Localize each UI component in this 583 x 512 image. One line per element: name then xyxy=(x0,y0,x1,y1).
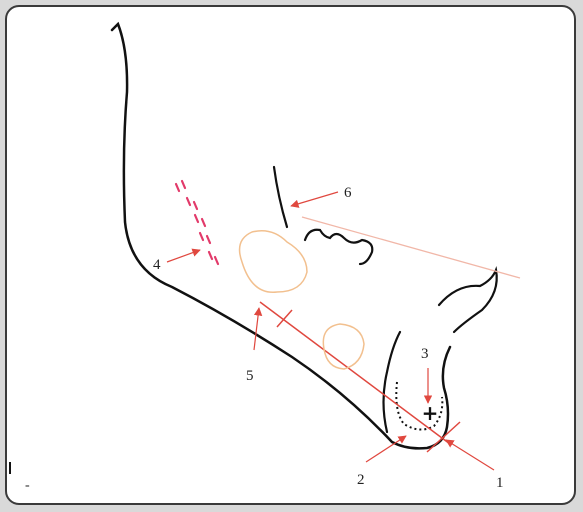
axis-line xyxy=(259,301,451,445)
corner-bar xyxy=(9,462,11,474)
arrow-2 xyxy=(365,435,407,463)
arrow-6 xyxy=(290,191,339,208)
mandible-diagram: + 6 4 5 3 2 1 - xyxy=(9,21,521,493)
arrow-5 xyxy=(253,307,263,351)
symphysis-inner-line xyxy=(382,330,402,434)
axis-tick-bottom xyxy=(426,421,461,453)
arrow-4 xyxy=(166,248,201,263)
chin-dotted-curve xyxy=(395,381,444,431)
label-5: 5 xyxy=(246,368,254,384)
label-1: 1 xyxy=(496,475,504,491)
premolar-outline xyxy=(322,323,365,370)
molar-outline xyxy=(238,230,308,293)
diagram-frame: + 6 4 5 3 2 1 - xyxy=(5,5,576,505)
upper-tooth-contour xyxy=(303,228,374,266)
center-marker: + xyxy=(422,401,439,425)
mandible-outline xyxy=(110,21,452,450)
incisor-outline xyxy=(437,266,498,334)
condylar-line xyxy=(272,165,289,229)
label-2: 2 xyxy=(357,472,365,488)
label-4: 4 xyxy=(153,257,161,273)
dash-marks xyxy=(174,179,220,266)
corner-mark: - xyxy=(25,478,30,493)
label-3: 3 xyxy=(421,346,429,362)
reference-line xyxy=(301,216,521,279)
arrow-1 xyxy=(445,439,495,471)
label-6: 6 xyxy=(344,185,352,201)
axis-tick-top xyxy=(276,309,293,328)
